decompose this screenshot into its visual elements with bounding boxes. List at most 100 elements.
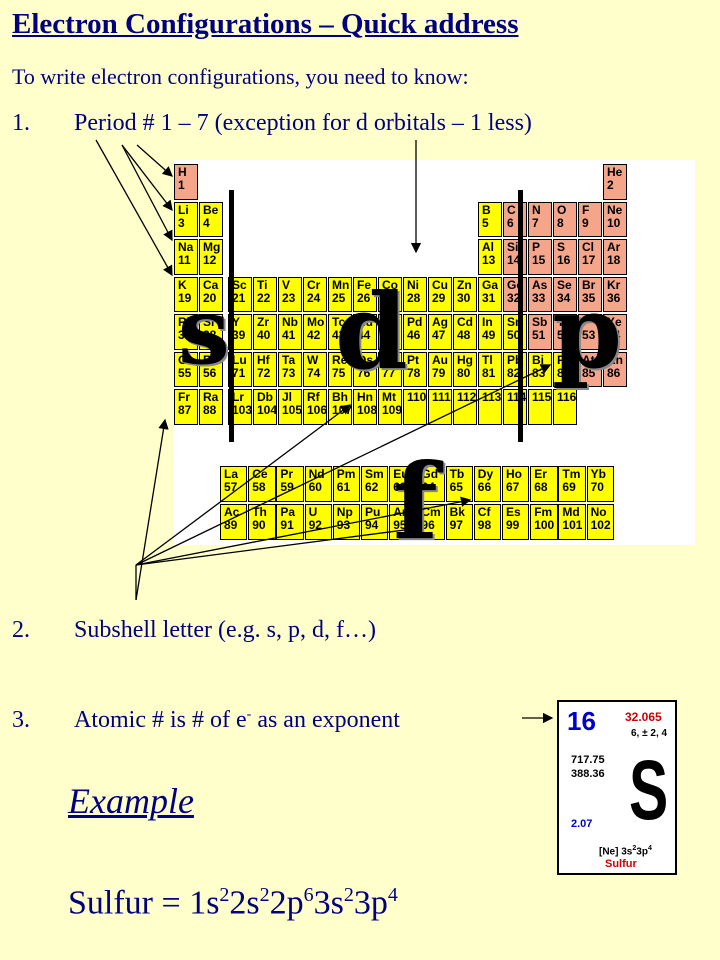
point-number: 1.: [12, 110, 30, 136]
element-atomic-number: 108: [357, 403, 378, 417]
element-symbol: Re: [332, 352, 348, 367]
card-atomic-number: 16: [567, 706, 596, 736]
element-cell: 115: [528, 389, 553, 425]
element-atomic-number: 72: [257, 365, 271, 380]
element-atomic-number: 6: [507, 215, 514, 230]
element-symbol: Pu: [365, 505, 381, 519]
element-atomic-number: 112: [457, 390, 477, 404]
element-symbol: Cr: [307, 277, 321, 292]
element-atomic-number: 84: [557, 365, 571, 380]
element-atomic-number: 73: [282, 365, 296, 380]
p-block-divider: [518, 190, 523, 442]
orbital: 2p: [269, 884, 304, 922]
element-atomic-number: 5: [482, 215, 489, 230]
element-symbol: Si: [507, 240, 519, 254]
element-atomic-number: 65: [449, 480, 463, 494]
element-symbol: Ho: [506, 467, 522, 481]
element-atomic-number: 9: [582, 215, 589, 230]
element-atomic-number: 36: [607, 290, 621, 305]
element-symbol: Ra: [203, 390, 219, 404]
element-atomic-number: 103: [232, 403, 253, 417]
element-cell: 116: [553, 389, 578, 425]
element-atomic-number: 109: [382, 403, 403, 417]
element-symbol: Sr: [203, 315, 216, 329]
element-symbol: Os: [357, 352, 374, 367]
element-symbol: U: [308, 505, 318, 519]
element-symbol: Fm: [534, 505, 553, 519]
element-symbol: Rn: [607, 352, 623, 367]
element-atomic-number: 106: [307, 403, 328, 417]
element-atomic-number: 85: [582, 365, 596, 380]
element-atomic-number: 39: [232, 328, 246, 342]
element-atomic-number: 32: [507, 290, 521, 305]
element-symbol: Bi: [532, 352, 544, 367]
element-atomic-number: 94: [365, 518, 379, 532]
element-symbol: K: [178, 277, 187, 292]
element-atomic-number: 15: [532, 253, 546, 267]
card-config-exp: 2: [632, 845, 637, 852]
element-atomic-number: 87: [178, 403, 192, 417]
element-atomic-number: 81: [482, 365, 496, 380]
element-atomic-number: 100: [534, 518, 555, 532]
element-symbol: Sm: [365, 467, 384, 481]
element-symbol: Se: [557, 277, 572, 292]
sulfur-configuration: Sulfur = 1s22s22p63s23p4: [68, 884, 398, 922]
card-element-name: Sulfur: [605, 858, 637, 870]
element-atomic-number: 47: [432, 328, 446, 342]
element-symbol: N: [532, 202, 541, 217]
element-atomic-number: 2: [607, 178, 614, 192]
element-atomic-number: 79: [432, 365, 446, 380]
equals-sign: =: [153, 884, 190, 922]
element-symbol: He: [607, 165, 623, 179]
element-symbol: Ba: [203, 352, 219, 367]
element-atomic-number: 19: [178, 290, 192, 305]
orbital: 2s: [229, 884, 260, 922]
orbital-exponent: 4: [387, 884, 398, 906]
card-oxidation-states: 6, ± 2, 4: [631, 728, 668, 739]
element-atomic-number: 8: [557, 215, 564, 230]
element-symbol: Y: [232, 315, 241, 329]
element-symbol: Ag: [432, 315, 448, 329]
element-atomic-number: 102: [590, 518, 611, 532]
element-atomic-number: 86: [607, 365, 621, 380]
element-symbol: Ta: [282, 352, 296, 367]
element-symbol: As: [532, 277, 548, 292]
element-atomic-number: 37: [178, 328, 192, 342]
element-symbol: Fe: [357, 277, 372, 292]
element-symbol: Dy: [477, 467, 494, 481]
point-atomic-number: 3.Atomic # is # of e- as an exponent: [12, 707, 400, 734]
element-atomic-number: 20: [203, 290, 217, 305]
element-atomic-number: 60: [308, 480, 322, 494]
element-atomic-number: 104: [257, 403, 278, 417]
element-symbol: La: [224, 467, 239, 481]
element-atomic-number: 34: [557, 290, 571, 305]
point-text: Atomic # is # of e: [74, 707, 247, 733]
element-name: Sulfur: [68, 884, 153, 922]
element-atomic-number: 17: [582, 253, 596, 267]
element-symbol: Na: [178, 240, 194, 254]
element-cell: 114: [503, 389, 528, 425]
sulfur-element-card: 16 32.065 6, ± 2, 4 717.75 388.36 S 2.07…: [557, 700, 677, 875]
element-symbol: Rf: [307, 390, 320, 404]
element-symbol: Sb: [532, 315, 548, 329]
